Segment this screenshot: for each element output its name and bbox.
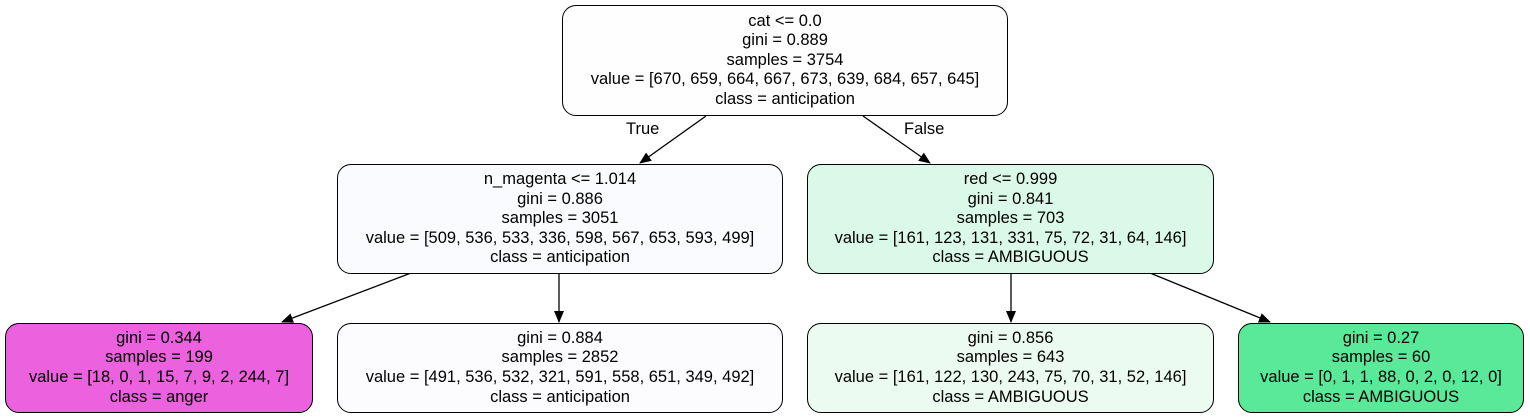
node-class: class = AMBIGUOUS — [932, 248, 1089, 267]
node-gini: gini = 0.886 — [517, 189, 603, 208]
tree-leaf-ll: gini = 0.344 samples = 199 value = [18, … — [5, 323, 313, 413]
node-class: class = AMBIGUOUS — [1302, 387, 1460, 406]
node-value: value = [0, 1, 1, 88, 0, 2, 0, 12, 0] — [1260, 368, 1502, 386]
node-samples: samples = 2852 — [501, 348, 619, 367]
edge-left-ll — [281, 272, 412, 323]
node-gini: gini = 0.27 — [1342, 328, 1420, 347]
edge-label-false: False — [904, 120, 945, 138]
tree-leaf-rr: gini = 0.27 samples = 60 value = [0, 1, … — [1238, 323, 1524, 413]
tree-leaf-lr: gini = 0.884 samples = 2852 value = [491… — [337, 323, 783, 413]
node-gini: gini = 0.841 — [967, 189, 1054, 208]
node-class: class = anger — [109, 387, 209, 406]
node-value: value = [161, 123, 131, 331, 75, 72, 31,… — [834, 228, 1187, 247]
edge-root-left — [639, 115, 707, 164]
tree-node-left: n_magenta <= 1.014 gini = 0.886 samples … — [337, 164, 783, 274]
node-value: value = [491, 536, 532, 321, 591, 558, 6… — [365, 368, 755, 386]
tree-node-right: red <= 0.999 gini = 0.841 samples = 703 … — [807, 164, 1214, 274]
node-samples: samples = 60 — [1331, 348, 1431, 367]
node-gini: gini = 0.344 — [116, 328, 202, 347]
node-split: cat <= 0.0 — [748, 11, 822, 30]
node-gini: gini = 0.856 — [967, 328, 1054, 347]
node-split: n_magenta <= 1.014 — [483, 170, 637, 189]
node-samples: samples = 3051 — [501, 209, 619, 228]
node-samples: samples = 703 — [956, 209, 1065, 228]
node-class: class = anticipation — [490, 387, 630, 406]
node-gini: gini = 0.889 — [742, 31, 828, 50]
node-value: value = [18, 0, 1, 15, 7, 9, 2, 244, 7] — [28, 368, 290, 386]
node-value: value = [670, 659, 664, 667, 673, 639, 6… — [590, 70, 980, 89]
edge-label-true: True — [626, 120, 660, 138]
node-value: value = [161, 122, 130, 243, 75, 70, 31,… — [834, 368, 1187, 386]
node-value: value = [509, 536, 533, 336, 598, 567, 6… — [365, 228, 755, 247]
tree-leaf-rl: gini = 0.856 samples = 643 value = [161,… — [807, 323, 1214, 413]
node-samples: samples = 643 — [956, 348, 1065, 367]
node-class: class = anticipation — [715, 89, 855, 108]
tree-node-root: cat <= 0.0 gini = 0.889 samples = 3754 v… — [562, 5, 1008, 116]
edge-right-rr — [1149, 272, 1271, 323]
node-samples: samples = 3754 — [726, 50, 844, 69]
node-gini: gini = 0.884 — [517, 328, 603, 347]
node-class: class = anticipation — [490, 248, 630, 267]
node-split: red <= 0.999 — [963, 170, 1058, 189]
node-class: class = AMBIGUOUS — [932, 387, 1089, 406]
edge-root-right — [862, 115, 931, 164]
node-samples: samples = 199 — [105, 348, 213, 367]
